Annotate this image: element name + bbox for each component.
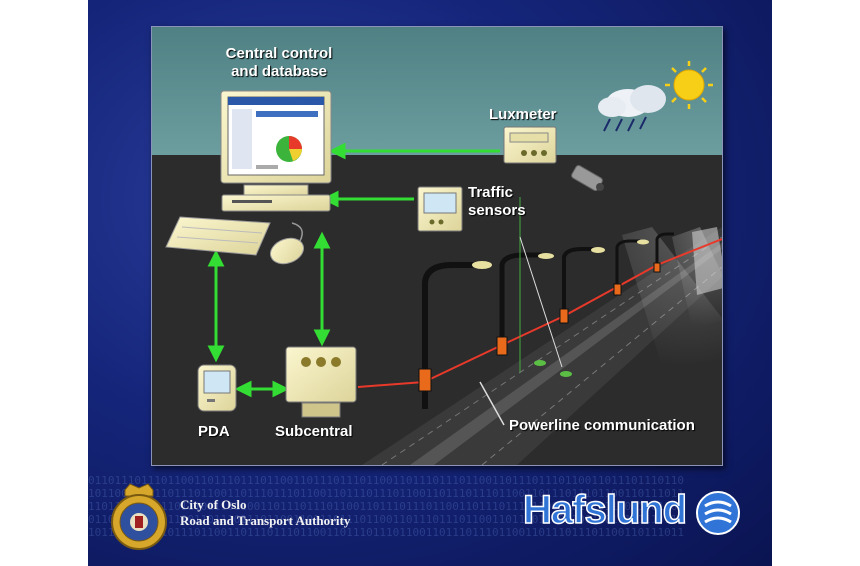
hafslund-logo-icon bbox=[696, 491, 740, 535]
camera-sensor-icon bbox=[571, 165, 604, 191]
subcentral-icon bbox=[285, 346, 357, 418]
sun-icon bbox=[665, 61, 713, 109]
central-label: Central control and database bbox=[225, 45, 333, 80]
diagram-canvas bbox=[152, 27, 722, 465]
street-lamp-icon bbox=[613, 239, 649, 296]
luxmeter-label: Luxmeter bbox=[489, 106, 557, 123]
street-lamp-icon bbox=[418, 261, 492, 409]
street-lamp-icon bbox=[653, 232, 674, 273]
road-sensor-dot bbox=[560, 371, 572, 377]
binary-background: 0110111011101100110111011101100110111011… bbox=[88, 474, 685, 539]
city-seal-icon bbox=[111, 483, 167, 550]
hafslund-logo-text: Hafslund bbox=[522, 487, 688, 533]
authority-text: City of Oslo Road and Transport Authorit… bbox=[180, 497, 350, 529]
powerline-pointer bbox=[519, 236, 563, 368]
powerline-label: Powerline communication bbox=[509, 417, 695, 434]
pda-label: PDA bbox=[198, 423, 230, 440]
keyboard-icon bbox=[165, 216, 271, 256]
light-cones bbox=[622, 227, 722, 367]
powerline-callout bbox=[479, 381, 505, 426]
traffic-sensor-icon bbox=[417, 186, 463, 232]
subcentral-label: Subcentral bbox=[275, 423, 353, 440]
slide: 0110111011101100110111011101100110111011… bbox=[88, 0, 772, 566]
green-links bbox=[207, 142, 500, 398]
powerline-cable bbox=[357, 238, 722, 388]
road-sensor-dot bbox=[534, 360, 546, 366]
city-name: City of Oslo bbox=[180, 497, 247, 512]
traffic-sensors-label: Traffic sensors bbox=[468, 184, 526, 219]
luxmeter-icon bbox=[503, 126, 557, 164]
lighting-system-diagram: Central control and database Luxmeter Tr… bbox=[151, 26, 723, 466]
pda-icon bbox=[197, 364, 237, 412]
monitor-icon bbox=[220, 90, 332, 212]
street-lamp-icon bbox=[559, 247, 605, 324]
mouse-icon bbox=[270, 222, 304, 265]
authority-name: Road and Transport Authority bbox=[180, 513, 351, 528]
street-lamp-icon bbox=[496, 252, 554, 356]
cloud-rain-icon bbox=[598, 85, 666, 132]
